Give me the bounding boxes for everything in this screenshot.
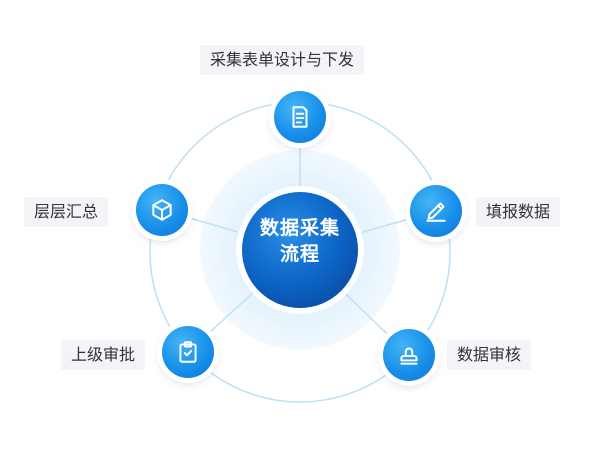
step-label-data-review: 数据审核 <box>447 340 532 370</box>
step-node-fill-data[interactable] <box>410 185 462 237</box>
cube-icon <box>152 199 172 221</box>
step-node-form-design[interactable] <box>274 91 326 143</box>
step-label-aggregation: 层层汇总 <box>24 197 109 227</box>
center-title-line2: 流程 <box>279 243 320 265</box>
step-label-fill-data: 填报数据 <box>476 197 561 227</box>
center-title: 数据采集 流程 <box>239 215 361 267</box>
stamp-icon <box>400 347 418 365</box>
step-node-data-review[interactable] <box>383 329 435 381</box>
step-label-form-design: 采集表单设计与下发 <box>200 45 365 75</box>
step-node-aggregation[interactable] <box>136 184 188 236</box>
center-circle <box>242 192 358 308</box>
step-node-superior-approval[interactable] <box>162 326 214 378</box>
pencil-edit-icon <box>426 202 446 222</box>
form-document-icon <box>292 106 308 128</box>
center-title-line1: 数据采集 <box>259 217 340 239</box>
clipboard-check-icon <box>179 341 197 363</box>
step-label-superior-approval: 上级审批 <box>61 340 146 370</box>
